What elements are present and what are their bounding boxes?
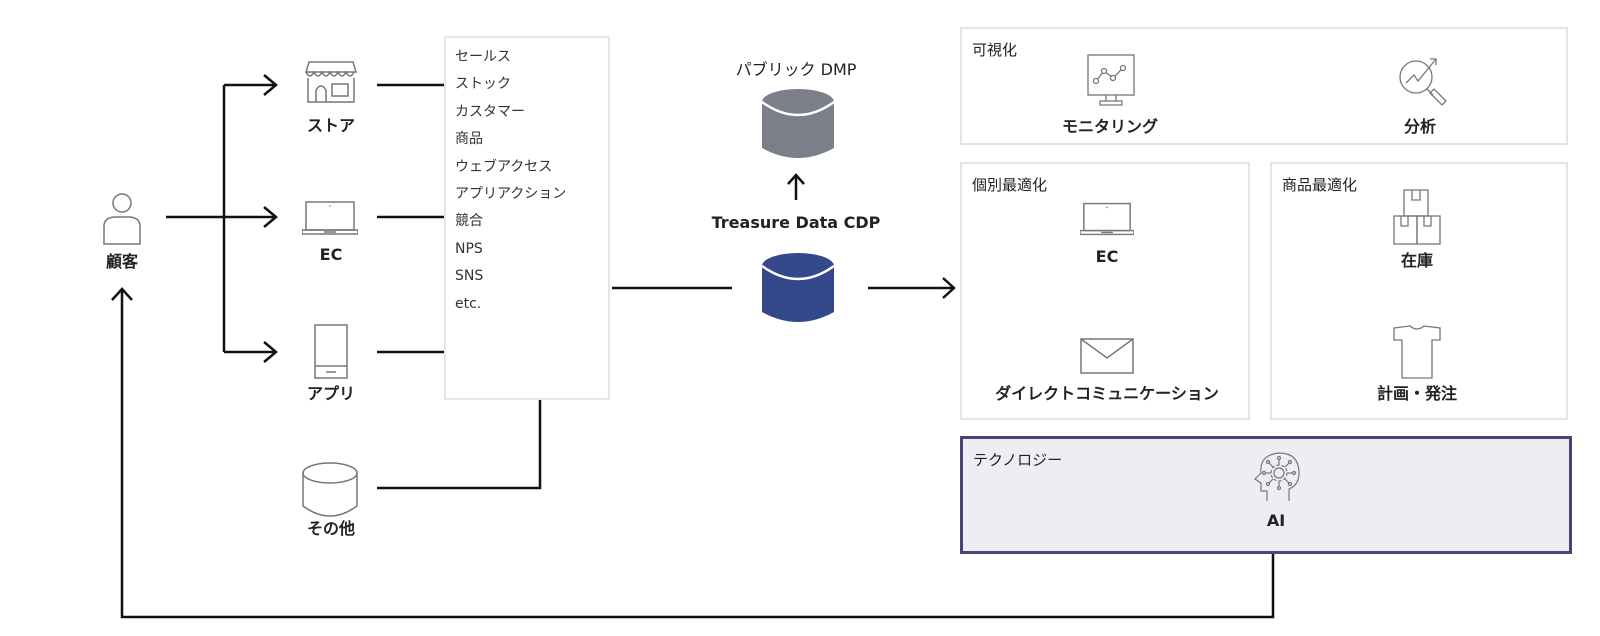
analysis-item — [1396, 55, 1448, 113]
customer-label: 顧客 — [105, 252, 139, 271]
analysis-magnifier-icon — [1399, 58, 1447, 106]
inventory-label: 在庫 — [1400, 251, 1434, 270]
laptop-icon — [301, 201, 359, 235]
arrowhead-store — [263, 74, 278, 96]
planning-ordering-item — [1392, 324, 1442, 384]
panel-product-optimization: 商品最適化 在庫 計画・発注 — [1270, 162, 1568, 420]
ai-item — [1253, 451, 1301, 507]
data-source-item: NPS — [455, 240, 483, 257]
cdp-database-icon — [761, 253, 835, 322]
cdp-node — [761, 252, 835, 328]
arrowhead-panels — [942, 277, 956, 299]
public-dmp-node — [761, 88, 835, 164]
connector-other-sources — [377, 400, 542, 490]
arrowhead-customer — [111, 287, 133, 301]
data-source-item: SNS — [455, 268, 484, 285]
store-icon — [304, 61, 358, 103]
tshirt-icon — [1393, 325, 1441, 379]
direct-communication-label: ダイレクトコミュニケーション — [995, 384, 1219, 403]
customer-node — [100, 190, 144, 250]
data-source-item: ウェブアクセス — [455, 158, 553, 175]
arrowhead-ec — [263, 206, 278, 228]
channel-ec — [301, 200, 359, 240]
connector-feedback-loop — [120, 290, 1275, 619]
panel-visualization-title: 可視化 — [972, 41, 1018, 59]
channel-store — [304, 60, 358, 108]
panel-personalization-title: 個別最適化 — [972, 176, 1048, 194]
database-icon — [302, 462, 358, 517]
channel-app — [314, 324, 348, 384]
monitoring-label: モニタリング — [1061, 117, 1159, 136]
channel-other — [301, 462, 359, 522]
public-dmp-label: パブリック DMP — [735, 60, 857, 79]
data-source-item: 商品 — [455, 131, 483, 148]
panel-personalization: 個別最適化 EC ダイレクトコミュニケーション — [960, 162, 1250, 420]
channel-store-label: ストア — [306, 116, 356, 135]
analysis-label: 分析 — [1403, 117, 1437, 136]
personalization-ec-item — [1079, 200, 1135, 242]
laptop-icon — [1079, 202, 1135, 236]
monitoring-item — [1086, 53, 1136, 111]
panel-technology: テクノロジー AI — [960, 436, 1572, 554]
panel-technology-title: テクノロジー — [973, 451, 1063, 469]
data-source-item: アプリアクション — [455, 186, 567, 203]
data-source-item: ストック — [455, 76, 511, 93]
ai-head-icon — [1254, 452, 1300, 501]
cdp-label: Treasure Data CDP — [711, 213, 881, 232]
data-sources-box: セールス ストック カスタマー 商品 ウェブアクセス アプリアクション 競合 N… — [444, 36, 610, 400]
panel-product-optimization-title: 商品最適化 — [1282, 176, 1358, 194]
smartphone-icon — [314, 324, 348, 379]
direct-communication-item — [1080, 338, 1134, 378]
arrowhead-app — [263, 341, 278, 363]
public-dmp-database-icon — [761, 89, 835, 158]
data-sources-list: セールス ストック カスタマー 商品 ウェブアクセス アプリアクション 競合 N… — [446, 38, 608, 318]
panel-visualization: 可視化 モニタリング 分析 — [960, 27, 1568, 145]
channel-ec-label: EC — [319, 245, 343, 264]
planning-ordering-label: 計画・発注 — [1376, 384, 1458, 403]
envelope-icon — [1080, 338, 1134, 374]
channel-other-label: その他 — [306, 519, 356, 538]
data-source-item: セールス — [455, 49, 511, 65]
channel-app-label: アプリ — [306, 384, 356, 403]
monitor-chart-icon — [1087, 54, 1135, 106]
ai-label: AI — [1266, 511, 1286, 530]
data-source-item: 競合 — [455, 213, 483, 230]
person-icon — [103, 193, 141, 245]
boxes-icon — [1393, 189, 1441, 245]
inventory-item — [1392, 188, 1442, 250]
data-source-item: カスタマー — [455, 103, 525, 120]
data-source-item: etc. — [455, 295, 482, 312]
personalization-ec-label: EC — [1095, 247, 1119, 266]
arrowhead-dmp — [787, 173, 805, 185]
